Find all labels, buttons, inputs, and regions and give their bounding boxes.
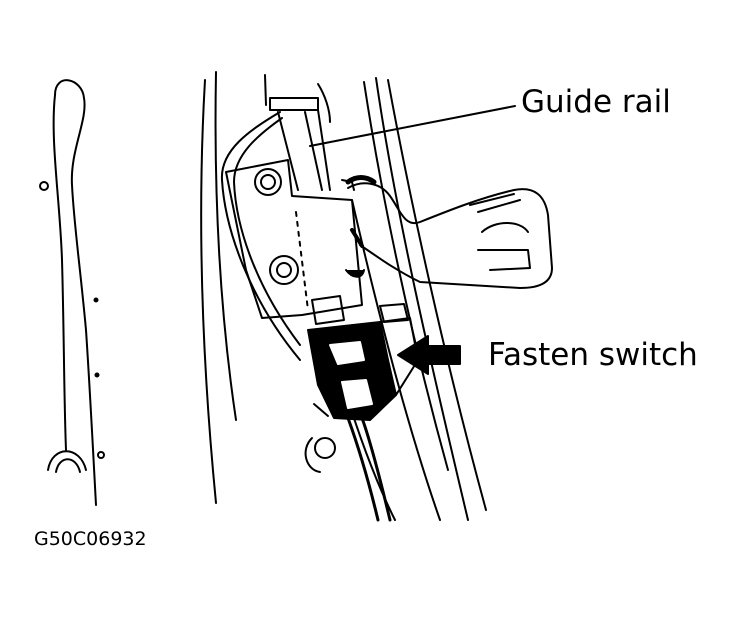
guide-rail-leader xyxy=(309,105,516,147)
fasten-switch-label: Fasten switch xyxy=(488,337,698,373)
fasten-switch-arrow xyxy=(397,335,461,375)
wiring-harness xyxy=(304,403,392,522)
guide-rail xyxy=(220,97,331,361)
guide-rail-label: Guide rail xyxy=(521,84,671,120)
figure-id: G50C06932 xyxy=(34,528,147,550)
fasten-switch xyxy=(307,295,419,421)
mounting-bracket xyxy=(225,159,365,319)
door-panel-outline xyxy=(39,79,105,506)
hand-illustration xyxy=(341,175,553,289)
